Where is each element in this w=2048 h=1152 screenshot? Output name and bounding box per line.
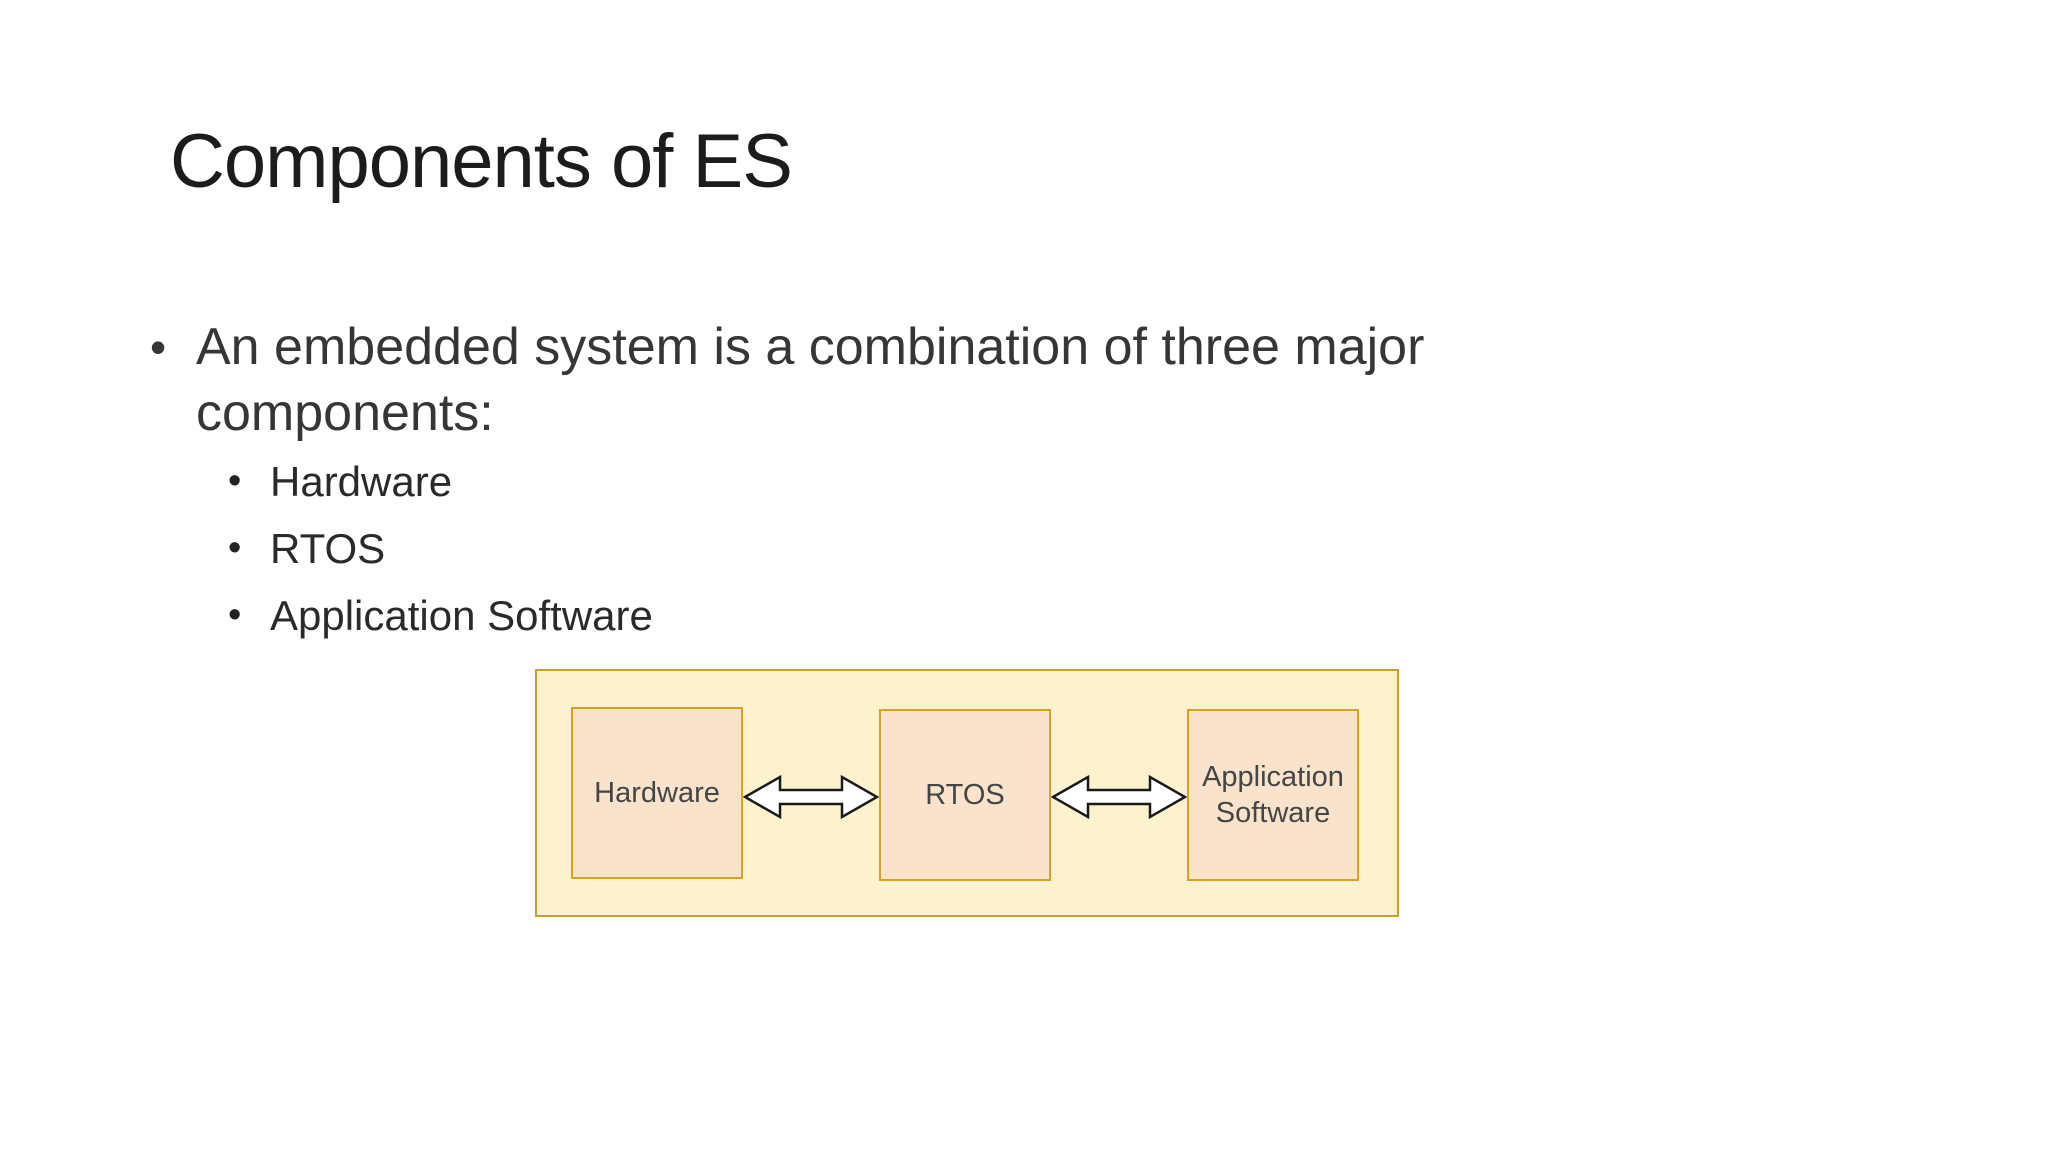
sub-bullet-text: Hardware (270, 458, 453, 505)
sub-bullet-text: Application Software (270, 592, 653, 639)
bullet-icon: • (150, 321, 167, 373)
diagram-box-label: Hardware (594, 776, 720, 809)
bullet-icon: • (228, 527, 242, 569)
sub-bullet-list: • Hardware • RTOS • Application Software (228, 448, 653, 649)
diagram-box-label: RTOS (925, 778, 1005, 811)
list-item-hardware: • Hardware (228, 448, 653, 515)
bullet-icon: • (228, 460, 242, 502)
page-title: Components of ES (170, 119, 793, 204)
diagram-box-rtos: RTOS (879, 709, 1051, 881)
double-arrow-icon (743, 774, 879, 820)
bullet-icon: • (228, 594, 242, 636)
list-item-rtos: • RTOS (228, 515, 653, 582)
sub-bullet-text: RTOS (270, 525, 386, 572)
list-item-application-software: • Application Software (228, 582, 653, 649)
es-components-diagram: Hardware RTOS Application Software (535, 669, 1399, 917)
diagram-box-hardware: Hardware (571, 707, 743, 879)
main-bullet-text: An embedded system is a combination of t… (196, 318, 1425, 442)
diagram-box-application-software: Application Software (1187, 709, 1359, 881)
diagram-box-label: Application Software (1202, 760, 1344, 829)
double-arrow-icon (1051, 774, 1187, 820)
bullet-item-main: • An embedded system is a combination of… (150, 314, 1710, 446)
